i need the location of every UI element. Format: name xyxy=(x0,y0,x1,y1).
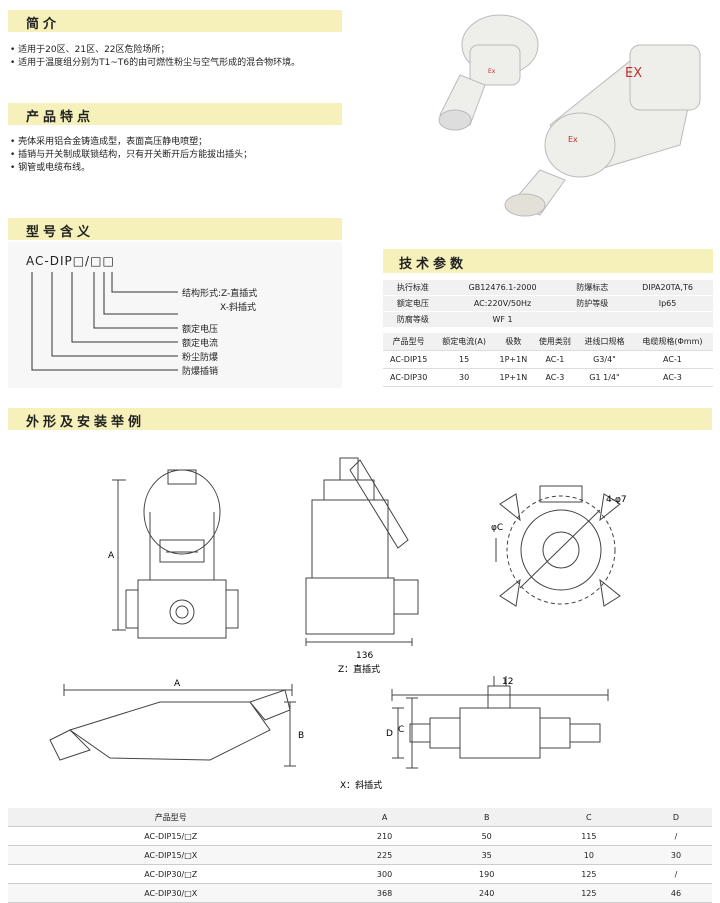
section-header-intro: 简介 xyxy=(8,10,342,32)
dim-label-a: A xyxy=(108,551,115,561)
product-photo: EX Ex Ex xyxy=(438,14,701,217)
intro-list: 适用于20区、21区、22区危险场所； 适用于温度组分别为T1~T6的由可燃性粉… xyxy=(10,44,300,70)
list-item: 插销与开关制成联锁结构，只有开关断开后方能拔出插头； xyxy=(10,149,252,162)
list-item: 钢管或电缆布线。 xyxy=(10,162,252,175)
model-code-lines xyxy=(31,272,178,371)
list-item: 适用于20区、21区、22区危险场所； xyxy=(10,44,300,57)
ex-mark-small: Ex xyxy=(568,135,578,144)
section-header-features: 产品特点 xyxy=(8,103,342,125)
model-code: AC-DIP□/□□ xyxy=(26,254,115,268)
list-item: 适用于温度组分别为T1~T6的由可燃性粉尘与空气形成的混合物环境。 xyxy=(10,57,300,70)
list-item: 壳体采用铝合金铸造成型，表面高压静电喷塑； xyxy=(10,136,252,149)
features-list: 壳体采用铝合金铸造成型，表面高压静电喷塑； 插销与开关制成联锁结构，只有开关断开… xyxy=(10,136,252,175)
dim-label-b: B xyxy=(298,731,304,741)
model-code-diagram: AC-DIP□/□□ 结构形式:Z-直插式 X-斜插式 额定电压 额定电流 粉尘… xyxy=(8,242,342,388)
section-header-model: 型号含义 xyxy=(8,218,342,240)
dim-label-d: D xyxy=(386,729,393,739)
dim-label-a: A xyxy=(174,679,181,689)
table-header-row: 产品型号额定电流(A) 极数使用类别 进线口规格电缆规格(Φmm) xyxy=(383,333,713,351)
caption-oblique: X：斜插式 xyxy=(340,779,382,791)
dim-label-12: 12 xyxy=(502,677,513,687)
dim-label-136: 136 xyxy=(356,651,373,661)
ex-mark: EX xyxy=(625,66,642,81)
model-label: 额定电压 xyxy=(182,325,219,335)
model-label: 额定电流 xyxy=(182,339,219,349)
model-label: X-斜插式 xyxy=(220,303,256,313)
model-label: 结构形式:Z-直插式 xyxy=(182,289,258,299)
installation-drawings: A 136 φC 4-φ7 Z：直插式 A B D C 12 X：斜插式 xyxy=(49,457,627,791)
ex-mark-small: Ex xyxy=(488,68,496,75)
section-header-install: 外形及安装举例 xyxy=(8,408,712,430)
section-header-tech: 技术参数 xyxy=(383,249,713,273)
model-label: 防爆插销 xyxy=(182,367,219,377)
model-spec-table: 产品型号额定电流(A) 极数使用类别 进线口规格电缆规格(Φmm) AC-DIP… xyxy=(383,333,713,387)
dim-label-c: C xyxy=(398,725,404,735)
dim-label-holes: 4-φ7 xyxy=(606,495,627,505)
caption-straight: Z：直插式 xyxy=(338,663,380,675)
dim-label-phic: φC xyxy=(491,523,503,533)
model-label: 粉尘防爆 xyxy=(182,353,219,363)
